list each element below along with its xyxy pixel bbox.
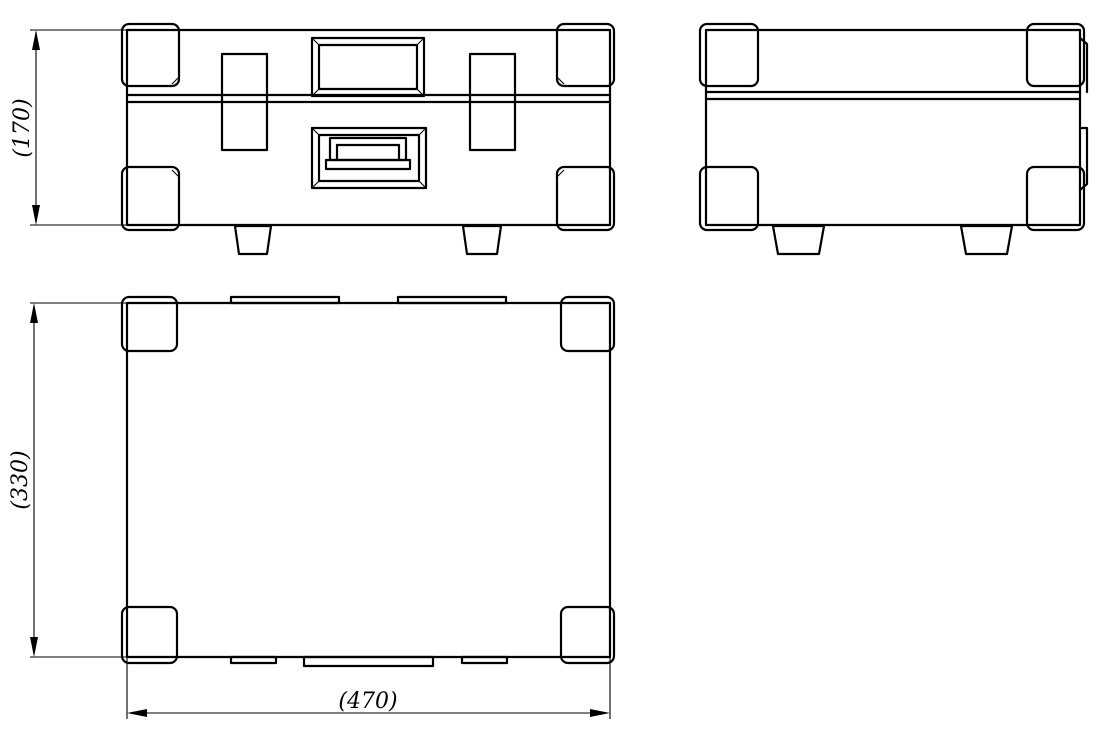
top-corner-bl (120, 605, 179, 665)
side-body (704, 28, 1082, 227)
top-view (120, 295, 616, 668)
top-corner-tl (120, 295, 179, 353)
top-tab-bottom-handle (302, 655, 435, 668)
top-corner-tr (559, 295, 616, 353)
side-foot-left (771, 224, 826, 256)
front-corner-tr (555, 22, 616, 88)
side-handle-edge (1078, 36, 1089, 94)
dimension-width: (470) (126, 657, 611, 719)
dimension-depth-label: (330) (8, 450, 33, 509)
side-corner-br (1025, 165, 1086, 232)
side-corner-tl (698, 22, 760, 88)
front-corner-bl (120, 165, 181, 232)
dimension-depth: (330) (8, 302, 127, 658)
front-corner-br (555, 165, 616, 232)
dimension-width-label: (470) (338, 689, 397, 714)
front-foot-right (461, 224, 503, 256)
top-corner-br (559, 605, 616, 665)
front-body (125, 28, 612, 227)
front-label-plate (310, 36, 426, 98)
front-corner-tl (120, 22, 181, 88)
front-handle (310, 126, 428, 190)
side-view (698, 22, 1089, 256)
front-latch-left (220, 52, 269, 152)
dimension-height: (170) (10, 29, 127, 226)
front-latch-right (468, 52, 517, 152)
top-tab-right (396, 295, 508, 305)
front-view (120, 22, 616, 256)
side-corner-tr (1025, 22, 1086, 88)
top-tab-left (229, 295, 341, 305)
top-tab-bottom-right (460, 655, 509, 665)
side-corner-bl (698, 165, 760, 232)
top-tab-bottom-left (229, 655, 278, 665)
top-body (125, 301, 612, 659)
front-foot-left (233, 224, 273, 256)
dimension-height-label: (170) (10, 98, 35, 157)
side-foot-right (959, 224, 1014, 256)
